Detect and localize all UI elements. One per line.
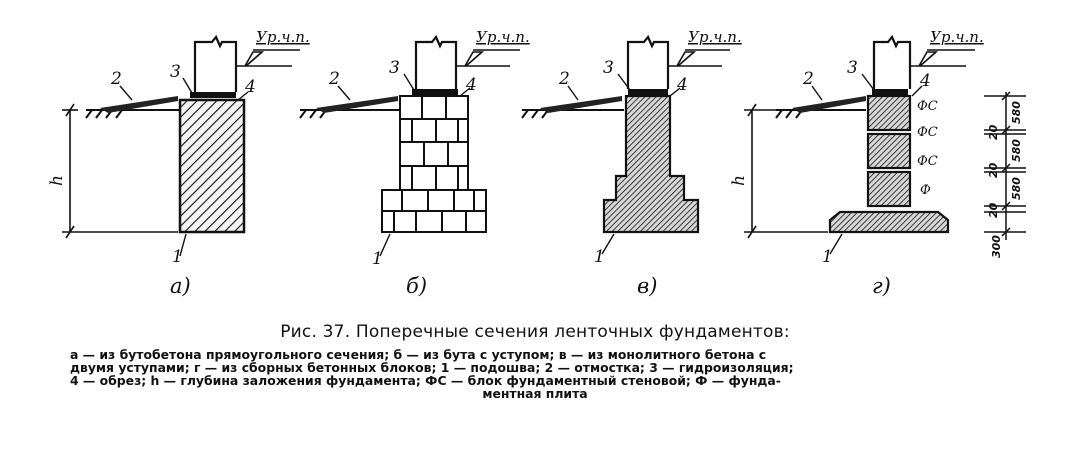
dim-joint-3: 20 bbox=[987, 202, 1000, 218]
ground-level-label: Ур.ч.п. bbox=[476, 28, 530, 46]
dim-slab: 300 bbox=[990, 235, 1003, 258]
blind-area-pavement bbox=[100, 96, 178, 113]
ground-surface bbox=[521, 109, 624, 119]
dim-block-2: 580 bbox=[1010, 139, 1023, 162]
leader-2 bbox=[119, 85, 133, 101]
leader-1 bbox=[829, 233, 843, 255]
foundation-cross-sections-figure: Ур.ч.п. h 1 2 3 4 а) bbox=[47, 28, 1026, 298]
legend-line: ментная плита bbox=[482, 386, 588, 401]
figure-caption: Рис. 37. Поперечные сечения ленточных фу… bbox=[70, 322, 1000, 400]
block-label-f: Ф bbox=[920, 183, 931, 198]
wall-above bbox=[414, 34, 458, 89]
wall-above bbox=[626, 34, 670, 89]
dim-joint-1: 20 bbox=[987, 124, 1000, 140]
depth-label: h bbox=[47, 175, 67, 186]
blind-area-pavement bbox=[792, 96, 866, 113]
rubble-stone-masonry bbox=[381, 95, 487, 233]
callout-2-label: 2 bbox=[558, 69, 570, 89]
depth-label: h bbox=[729, 175, 749, 186]
leader-1 bbox=[179, 233, 187, 257]
callout-4-label: 4 bbox=[676, 75, 688, 95]
legend-line: 4 — обрез; h — глубина заложения фундаме… bbox=[70, 373, 781, 388]
caption-title: Рис. 37. Поперечные сечения ленточных фу… bbox=[280, 322, 790, 342]
waterproofing-layer bbox=[190, 92, 236, 98]
variant-g-label: г) bbox=[872, 274, 891, 298]
legend-line: двумя уступами; г — из сборных бетонных … bbox=[70, 360, 794, 375]
ground-level-label: Ур.ч.п. bbox=[688, 28, 742, 46]
leader-2 bbox=[337, 85, 351, 101]
variant-v-label: в) bbox=[637, 274, 657, 298]
ground-level-marker bbox=[910, 49, 975, 67]
wall-block-fs-3 bbox=[866, 170, 912, 208]
ground-surface bbox=[775, 109, 866, 119]
dim-block-3: 580 bbox=[1010, 177, 1023, 200]
callout-2-label: 2 bbox=[328, 69, 340, 89]
variant-v-section: Ур.ч.п. 1 2 3 4 в) bbox=[521, 28, 742, 298]
callout-2-label: 2 bbox=[802, 69, 814, 89]
callout-1-label: 1 bbox=[372, 249, 383, 269]
ground-level-marker bbox=[456, 49, 520, 67]
callout-4-label: 4 bbox=[465, 75, 477, 95]
variant-g-section: Ур.ч.п. h ФС ФС ФС Ф 1 2 3 4 г) bbox=[729, 28, 1026, 298]
variant-a-label: а) bbox=[170, 274, 191, 298]
dim-block-1: 580 bbox=[1010, 101, 1023, 124]
callout-3-label: 3 bbox=[603, 58, 614, 78]
callout-3-label: 3 bbox=[389, 58, 400, 78]
waterproofing-layer bbox=[628, 89, 668, 95]
leader-2 bbox=[567, 85, 579, 101]
block-label-fs-3: ФС bbox=[917, 154, 938, 169]
variant-b-section: Ур.ч.п. 1 2 3 4 б) bbox=[299, 28, 530, 298]
ground-surface bbox=[85, 109, 180, 119]
wall-above bbox=[193, 34, 238, 92]
block-label-fs-1: ФС bbox=[917, 99, 938, 114]
wall-above bbox=[872, 34, 912, 89]
variant-a-section: Ур.ч.п. h 1 2 3 4 а) bbox=[47, 28, 310, 298]
callout-3-label: 3 bbox=[847, 58, 858, 78]
foundation-body bbox=[178, 98, 246, 234]
block-label-fs-2: ФС bbox=[917, 125, 938, 140]
ground-level-label: Ур.ч.п. bbox=[256, 28, 310, 46]
legend-line: а — из бутобетона прямоугольного сечения… bbox=[70, 347, 767, 362]
leader-3 bbox=[182, 77, 193, 94]
leader-4 bbox=[669, 87, 681, 97]
waterproofing-layer bbox=[872, 89, 908, 95]
leader-4 bbox=[911, 85, 923, 97]
depth-dimension bbox=[62, 103, 178, 239]
leader-1 bbox=[379, 233, 391, 257]
leader-4 bbox=[459, 87, 471, 97]
precast-wall-blocks bbox=[866, 94, 912, 208]
callout-4-label: 4 bbox=[244, 77, 256, 97]
ground-level-marker bbox=[668, 49, 730, 67]
blind-area-pavement bbox=[316, 96, 398, 113]
ground-level-label: Ур.ч.п. bbox=[930, 28, 984, 46]
leader-2 bbox=[811, 85, 823, 101]
wall-block-fs-1 bbox=[866, 94, 912, 132]
ground-level-marker bbox=[236, 49, 300, 67]
callout-3-label: 3 bbox=[170, 62, 181, 82]
blind-area-pavement bbox=[540, 96, 622, 113]
leader-3 bbox=[403, 73, 415, 91]
waterproofing-layer bbox=[412, 89, 458, 95]
leader-3 bbox=[861, 73, 875, 91]
wall-block-fs-2 bbox=[866, 132, 912, 170]
ground-surface bbox=[299, 109, 400, 119]
monolithic-stepped-foundation bbox=[602, 94, 700, 234]
foundation-slab bbox=[828, 210, 950, 234]
caption-legend: а — из бутобетона прямоугольного сечения… bbox=[70, 348, 1000, 400]
callout-1-label: 1 bbox=[172, 247, 183, 267]
callout-1-label: 1 bbox=[594, 247, 605, 267]
leader-4 bbox=[237, 91, 249, 101]
callout-4-label: 4 bbox=[919, 71, 931, 91]
leader-3 bbox=[617, 73, 631, 91]
callout-1-label: 1 bbox=[822, 247, 833, 267]
block-dimension-chain bbox=[984, 91, 1026, 240]
dim-joint-2: 20 bbox=[987, 162, 1000, 178]
callout-2-label: 2 bbox=[110, 69, 122, 89]
depth-dimension bbox=[744, 103, 828, 239]
leader-1 bbox=[601, 233, 615, 255]
variant-b-label: б) bbox=[406, 274, 427, 298]
